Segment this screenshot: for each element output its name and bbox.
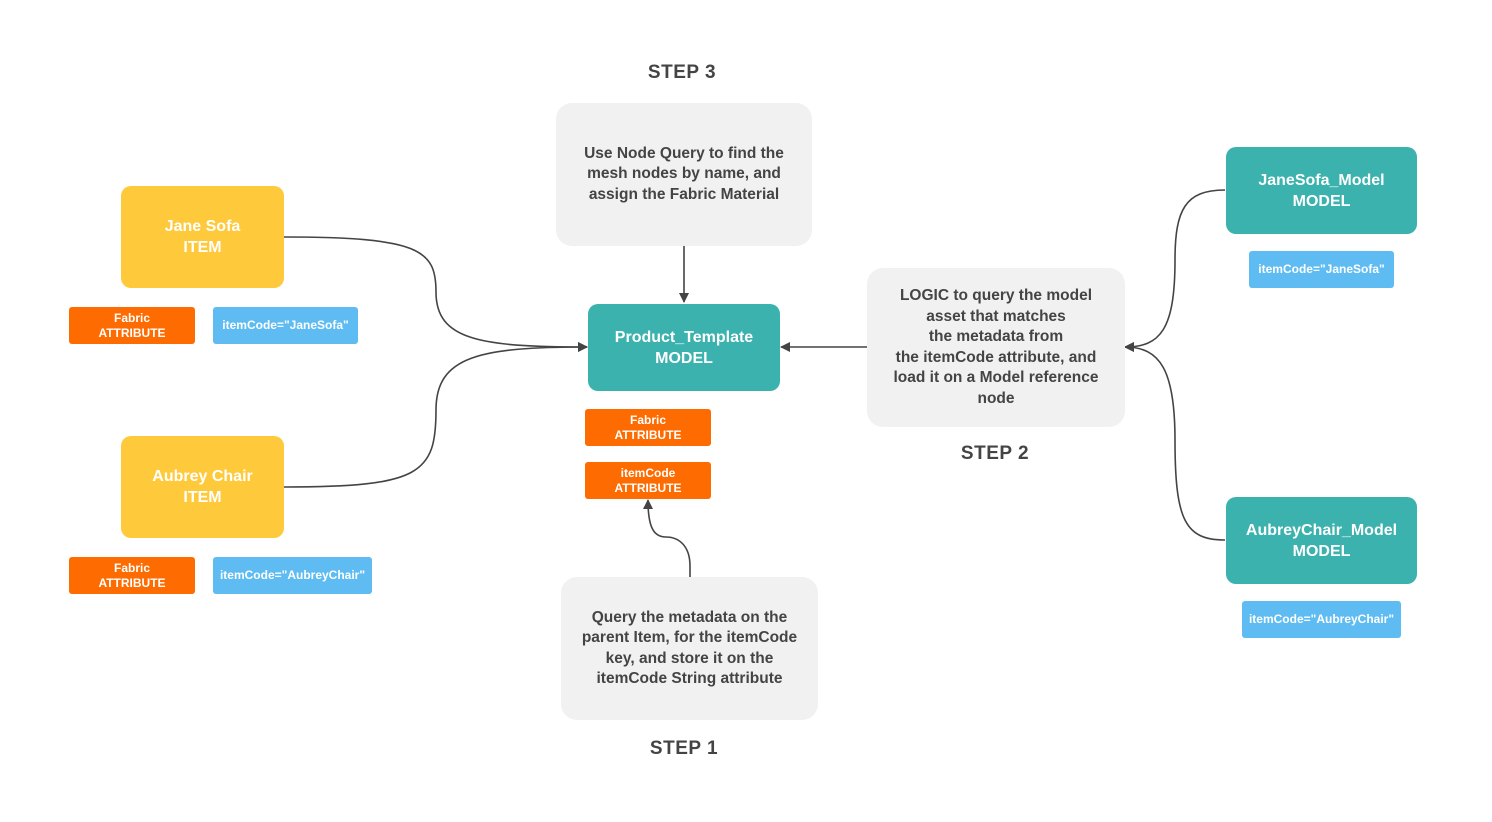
step-1-note-line: parent Item, for the itemCode — [581, 629, 798, 646]
step-3-note-line: Use Node Query to find the — [584, 144, 784, 162]
step-2-note: LOGIC to query the model asset that matc… — [867, 268, 1125, 427]
itemcode-value: itemCode="JaneSofa" — [1258, 262, 1385, 276]
jane-sofa-item-name: Jane Sofa — [164, 218, 241, 235]
aubrey-chair-item-node: Aubrey Chair ITEM — [121, 436, 284, 538]
product-template-name: Product_Template — [614, 328, 754, 346]
aubreychair-model-node: AubreyChair_Model MODEL — [1226, 497, 1417, 584]
connector-aubreychair-model-to-step2 — [1124, 342, 1226, 541]
janesofa-model-type: MODEL — [1292, 192, 1351, 210]
janesofa-model-itemcode-tag: itemCode="JaneSofa" — [1249, 251, 1394, 288]
template-itemcode-attribute: itemCode ATTRIBUTE — [585, 462, 711, 499]
step-3-label: STEP 3 — [647, 62, 717, 83]
jane-sofa-itemcode-tag: itemCode="JaneSofa" — [213, 307, 358, 344]
step-2-note-line: asset that matches — [926, 307, 1066, 325]
attribute-type: ATTRIBUTE — [98, 325, 166, 340]
step-2-note-line: the metadata from — [928, 328, 1064, 345]
attribute-name: Fabric — [113, 310, 150, 325]
connector-janesofa-model-to-step2 — [1124, 189, 1226, 352]
attribute-name: Fabric — [113, 560, 150, 575]
aubrey-chair-fabric-attribute: Fabric ATTRIBUTE — [69, 557, 195, 594]
itemcode-value: itemCode="JaneSofa" — [222, 318, 349, 332]
attribute-type: ATTRIBUTE — [614, 427, 682, 442]
aubrey-chair-item-name: Aubrey Chair — [152, 468, 253, 485]
step-1-note: Query the metadata on the parent Item, f… — [561, 577, 818, 720]
aubrey-chair-item-type: ITEM — [183, 489, 222, 506]
step-2-note-line: LOGIC to query the model — [899, 287, 1093, 304]
janesofa-model-name: JaneSofa_Model — [1258, 171, 1385, 189]
aubreychair-model-itemcode-tag: itemCode="AubreyChair" — [1242, 601, 1401, 638]
step-1-label: STEP 1 — [649, 738, 719, 759]
jane-sofa-item-type: ITEM — [183, 239, 222, 256]
connector-step1-to-itemcode — [643, 499, 691, 577]
step-1-note-line: key, and store it on the — [605, 649, 774, 667]
step-3-note-line: mesh nodes by name, and — [587, 165, 781, 183]
connector-aubreychair-to-template — [283, 342, 588, 488]
step-2-note-line: the itemCode attribute, and — [895, 348, 1097, 366]
template-fabric-attribute: Fabric ATTRIBUTE — [585, 409, 711, 446]
product-template-model-node: Product_Template MODEL — [588, 304, 780, 391]
connector-janesofa-to-template — [283, 236, 588, 352]
step-3-note-line: assign the Fabric Material — [588, 185, 780, 203]
step-1-note-line: Query the metadata on the — [591, 608, 788, 626]
step-2-note-line: load it on a Model reference — [893, 369, 1099, 386]
attribute-name: Fabric — [629, 412, 666, 427]
itemcode-value: itemCode="AubreyChair" — [1248, 612, 1395, 626]
janesofa-model-node: JaneSofa_Model MODEL — [1226, 147, 1417, 234]
jane-sofa-fabric-attribute: Fabric ATTRIBUTE — [69, 307, 195, 344]
aubreychair-model-type: MODEL — [1292, 542, 1351, 560]
itemcode-value: itemCode="AubreyChair" — [219, 568, 366, 582]
aubreychair-model-name: AubreyChair_Model — [1245, 521, 1398, 539]
step-2-label: STEP 2 — [960, 443, 1030, 464]
attribute-type: ATTRIBUTE — [98, 575, 166, 590]
product-template-type: MODEL — [655, 349, 713, 367]
attribute-name: itemCode — [620, 465, 676, 480]
jane-sofa-item-node: Jane Sofa ITEM — [121, 186, 284, 288]
step-1-note-line: itemCode String attribute — [596, 670, 783, 687]
aubrey-chair-itemcode-tag: itemCode="AubreyChair" — [213, 557, 372, 594]
step-3-note: Use Node Query to find the mesh nodes by… — [556, 103, 812, 246]
attribute-type: ATTRIBUTE — [614, 480, 682, 495]
step-2-note-line: node — [977, 389, 1015, 407]
